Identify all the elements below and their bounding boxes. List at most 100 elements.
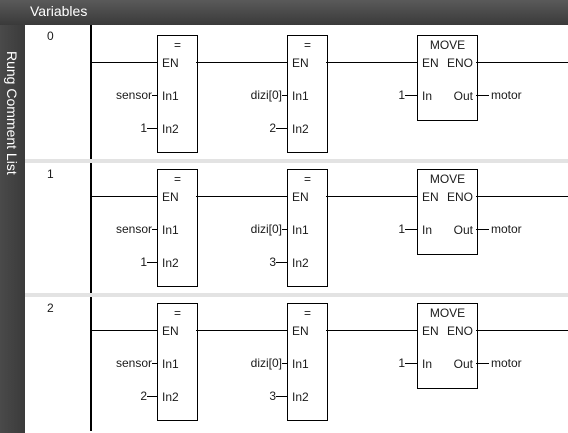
- pin-in: In: [422, 89, 433, 103]
- move-block[interactable]: MOVE EN ENO In Out: [417, 35, 478, 121]
- block-title: MOVE: [429, 306, 466, 320]
- move-block[interactable]: MOVE EN ENO In Out: [417, 169, 478, 255]
- operand-constant[interactable]: 1: [140, 121, 147, 135]
- operand-wire: [276, 262, 288, 263]
- rung-number: 0: [47, 29, 54, 43]
- rung-wire: [326, 330, 417, 331]
- compare-equal-block-2[interactable]: = EN In1 In2: [287, 303, 328, 421]
- rung-wire: [196, 62, 287, 63]
- pin-in2: In2: [292, 256, 309, 270]
- rung-wire: [196, 330, 287, 331]
- operand-wire: [282, 363, 288, 364]
- operand-sensor[interactable]: sensor: [115, 88, 152, 102]
- left-power-rail: [90, 163, 92, 297]
- pin-en: EN: [162, 56, 179, 70]
- operand-output-variable[interactable]: motor: [491, 356, 522, 370]
- rung-wire: [92, 196, 157, 197]
- operand-constant[interactable]: 1: [398, 356, 405, 370]
- operand-wire: [276, 396, 288, 397]
- operand-constant[interactable]: 1: [398, 88, 405, 102]
- pin-in1: In1: [292, 357, 309, 371]
- pin-en: EN: [162, 190, 179, 204]
- pin-en: EN: [292, 324, 309, 338]
- operand-wire: [276, 128, 288, 129]
- operand-output-variable[interactable]: motor: [491, 88, 522, 102]
- pin-in1: In1: [162, 223, 179, 237]
- block-title: =: [303, 38, 311, 52]
- left-power-rail: [90, 297, 92, 431]
- pin-eno: ENO: [446, 190, 473, 204]
- operand-wire: [152, 229, 158, 230]
- ladder-editor[interactable]: 0 = EN In1 In2 sensor 1 = EN In1 In2 diz…: [25, 25, 568, 433]
- rung-comment-list-tab[interactable]: Rung Comment List: [0, 25, 25, 433]
- operand-wire: [282, 229, 288, 230]
- rung-wire: [92, 330, 157, 331]
- operand-array-element[interactable]: dizi[0]: [250, 88, 282, 102]
- rung-wire: [326, 62, 417, 63]
- operand-sensor[interactable]: sensor: [115, 356, 152, 370]
- rung-number: 2: [47, 301, 54, 315]
- rung-wire: [476, 62, 568, 63]
- operand-constant[interactable]: 2: [140, 389, 147, 403]
- operand-sensor[interactable]: sensor: [115, 222, 152, 236]
- rung-wire: [92, 62, 157, 63]
- rung-wire: [476, 196, 568, 197]
- variables-panel-header[interactable]: Variables: [0, 0, 568, 25]
- block-title: =: [173, 306, 181, 320]
- block-title: =: [173, 172, 181, 186]
- pin-out: Out: [453, 223, 473, 237]
- pin-in1: In1: [162, 89, 179, 103]
- rung-number: 1: [47, 167, 54, 181]
- operand-constant[interactable]: 1: [140, 255, 147, 269]
- compare-equal-block-2[interactable]: = EN In1 In2: [287, 169, 328, 287]
- rung-1[interactable]: 1 = EN In1 In2 sensor 1 = EN In1 In2 diz…: [25, 163, 568, 297]
- rung-wire: [476, 330, 568, 331]
- pin-en: EN: [422, 56, 439, 70]
- operand-wire: [405, 229, 418, 230]
- pin-in2: In2: [162, 256, 179, 270]
- operand-output-variable[interactable]: motor: [491, 222, 522, 236]
- pin-out: Out: [453, 89, 473, 103]
- operand-wire: [405, 363, 418, 364]
- variables-panel-title: Variables: [30, 3, 88, 19]
- compare-equal-block-2[interactable]: = EN In1 In2: [287, 35, 328, 153]
- block-title: MOVE: [429, 172, 466, 186]
- operand-array-element[interactable]: dizi[0]: [250, 222, 282, 236]
- rung-separator: [25, 293, 568, 297]
- operand-constant[interactable]: 2: [269, 121, 276, 135]
- pin-out: Out: [453, 357, 473, 371]
- rung-wire: [196, 196, 287, 197]
- pin-en: EN: [162, 324, 179, 338]
- compare-equal-block-1[interactable]: = EN In1 In2: [157, 35, 198, 153]
- pin-en: EN: [422, 190, 439, 204]
- pin-in1: In1: [162, 357, 179, 371]
- compare-equal-block-1[interactable]: = EN In1 In2: [157, 303, 198, 421]
- operand-array-element[interactable]: dizi[0]: [250, 356, 282, 370]
- pin-in2: In2: [292, 122, 309, 136]
- compare-equal-block-1[interactable]: = EN In1 In2: [157, 169, 198, 287]
- rung-2[interactable]: 2 = EN In1 In2 sensor 2 = EN In1 In2 diz…: [25, 297, 568, 431]
- pin-en: EN: [292, 190, 309, 204]
- pin-eno: ENO: [446, 56, 473, 70]
- operand-constant[interactable]: 3: [269, 255, 276, 269]
- operand-wire: [476, 95, 489, 96]
- operand-wire: [476, 363, 489, 364]
- move-block[interactable]: MOVE EN ENO In Out: [417, 303, 478, 389]
- left-power-rail: [90, 25, 92, 159]
- block-title: =: [303, 306, 311, 320]
- pin-in: In: [422, 223, 433, 237]
- operand-wire: [405, 95, 418, 96]
- pin-in2: In2: [162, 122, 179, 136]
- operand-wire: [147, 128, 158, 129]
- pin-en: EN: [292, 56, 309, 70]
- operand-wire: [282, 95, 288, 96]
- pin-in1: In1: [292, 223, 309, 237]
- operand-constant[interactable]: 1: [398, 222, 405, 236]
- operand-constant[interactable]: 3: [269, 389, 276, 403]
- operand-wire: [152, 363, 158, 364]
- pin-in: In: [422, 357, 433, 371]
- operand-wire: [152, 95, 158, 96]
- rung-0[interactable]: 0 = EN In1 In2 sensor 1 = EN In1 In2 diz…: [25, 25, 568, 159]
- block-title: =: [303, 172, 311, 186]
- rung-comment-list-label: Rung Comment List: [4, 51, 20, 175]
